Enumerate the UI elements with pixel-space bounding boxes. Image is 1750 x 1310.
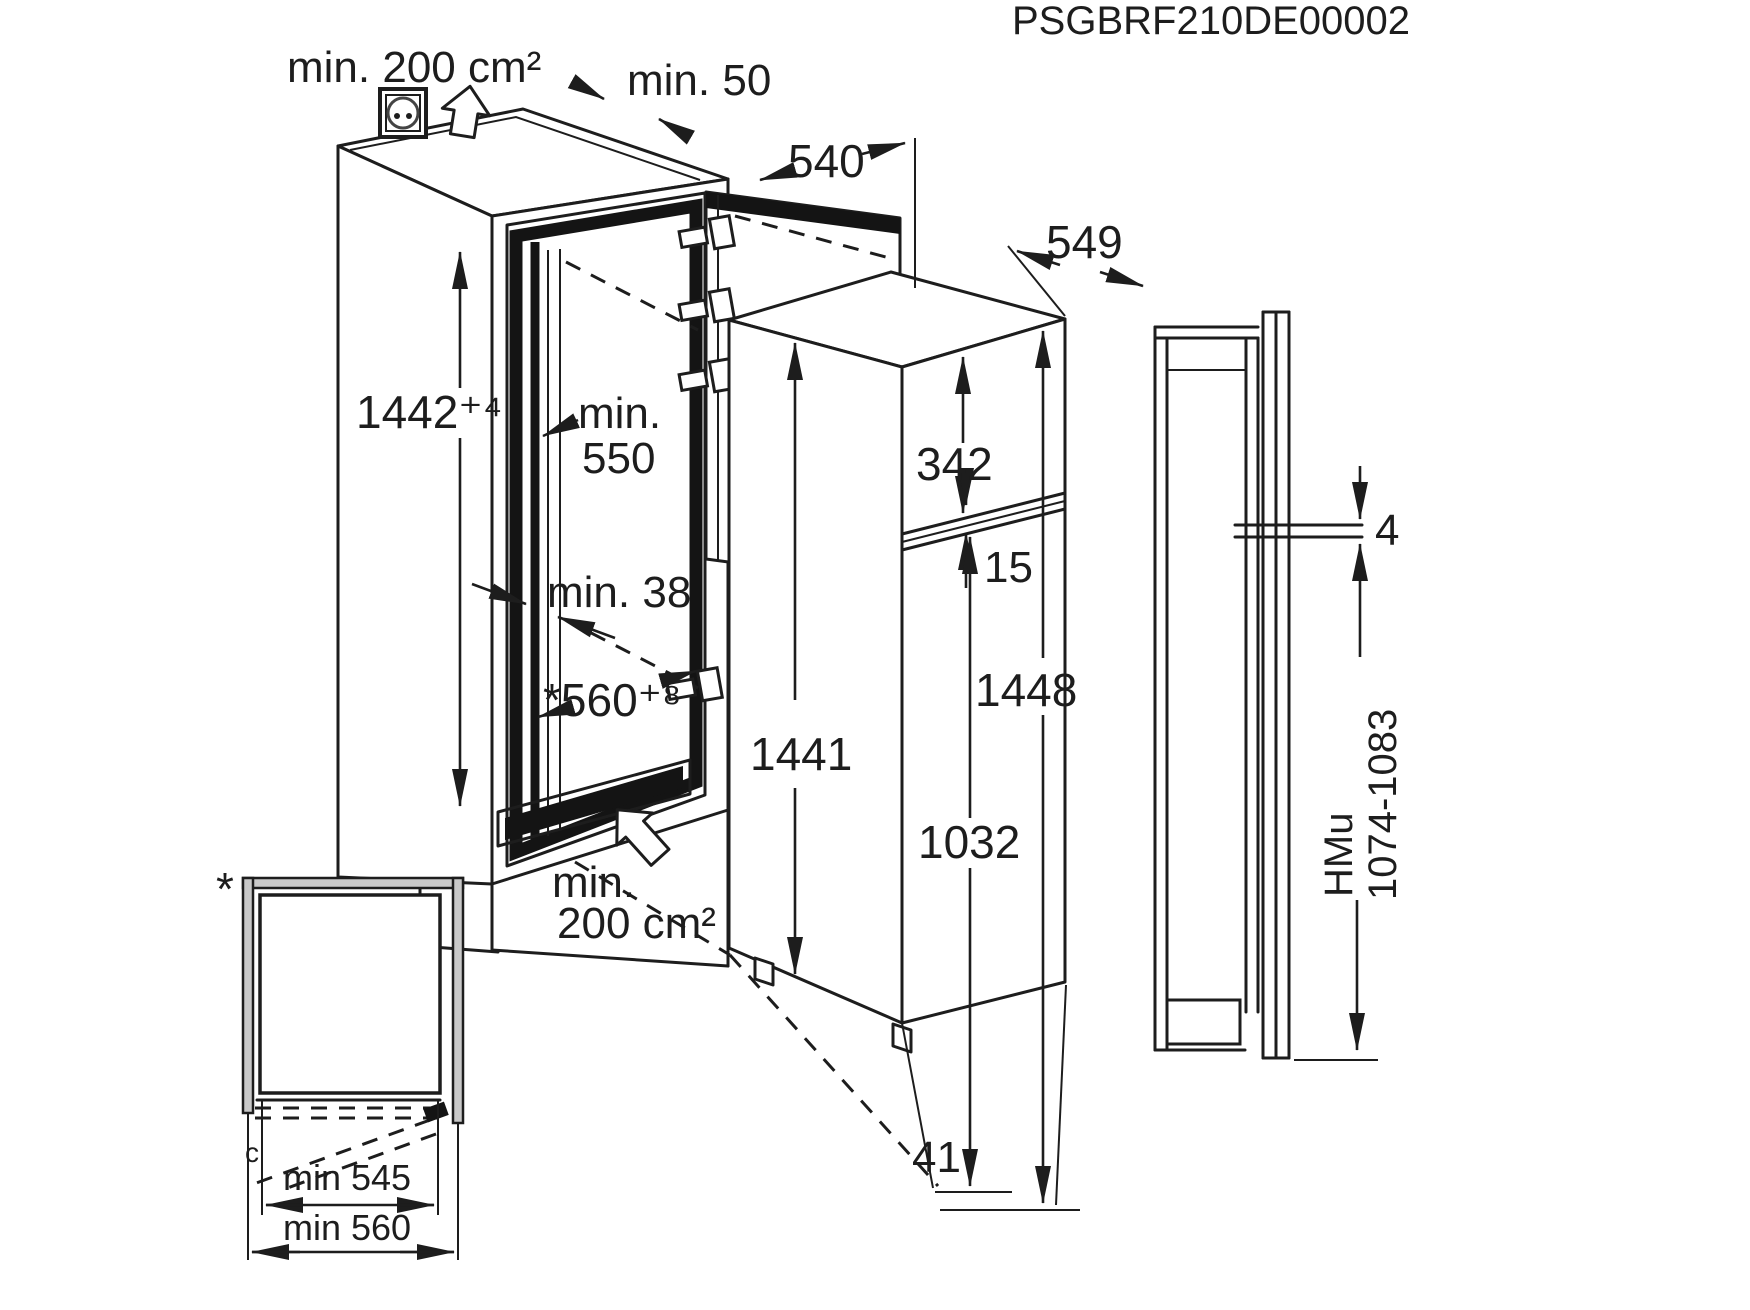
niche-height-label: 1442⁺⁴ (356, 386, 502, 438)
mounting-height-label: HMu (1317, 813, 1361, 897)
plan-left-wall (241, 876, 255, 1115)
niche-depth-label-line2: 550 (582, 434, 655, 483)
rear-clearance-label: min. 38 (547, 568, 691, 617)
plan-right-wall (451, 876, 465, 1125)
hinge-icon (677, 214, 737, 251)
plan-hinge-marker-label: c (245, 1137, 259, 1168)
plan-niche (258, 893, 442, 1095)
appliance-foot (753, 956, 775, 987)
bottom-ventilation-label-line1: min. (552, 858, 635, 907)
fridge-door-height-label: 1032 (918, 816, 1020, 868)
niche-width-label: *560⁺⁸ (543, 674, 681, 726)
airflow-up-arrow-icon (440, 84, 492, 140)
door-width-label: 540 (788, 135, 865, 187)
appliance-side-face (727, 318, 904, 1025)
plan-outer-width-label: min 560 (283, 1207, 411, 1248)
door-gap-label: 15 (984, 543, 1033, 592)
side-view-drawing (1153, 310, 1364, 1060)
bottom-vent-slot (496, 758, 692, 848)
top-clearance-label: min. 50 (627, 56, 771, 105)
socket-icon (378, 87, 428, 139)
hinge-icon (677, 287, 737, 324)
niche-frame (509, 198, 703, 862)
overall-height-label: 1448 (975, 664, 1077, 716)
mounting-height-range-label: 1074-1083 (1361, 709, 1405, 900)
appliance-drawing (727, 270, 1067, 1054)
side-view-plinth (1165, 998, 1242, 1046)
cabinet-front-face (336, 144, 494, 886)
top-ventilation-label: min. 200 cm² (287, 43, 541, 92)
plan-top-wall (241, 876, 465, 890)
plan-view-drawing (241, 876, 465, 1260)
plan-inner-width-label: min 545 (283, 1157, 411, 1198)
panel-gap-label: 4 (1375, 506, 1399, 555)
bottom-ventilation-label-line2: 200 cm² (557, 899, 716, 948)
airflow-arrow-icon (615, 808, 671, 867)
bottom-clearance-label: 41 (912, 1133, 961, 1182)
drawing-code: PSGBRF210DE00002 (1012, 0, 1410, 43)
cabinet-depth-label: 549 (1046, 216, 1123, 268)
plan-hinge-icon (423, 1101, 449, 1123)
dimension-lines (452, 74, 1378, 1211)
freezer-door-height-label: 342 (916, 438, 993, 490)
plan-note-marker-label: * (216, 863, 234, 915)
housing-cabinet-drawing (336, 84, 902, 968)
niche-depth-label-line1: min. (578, 389, 661, 438)
appliance-height-label: 1441 (750, 728, 852, 780)
appliance-front-face (900, 317, 1067, 1025)
